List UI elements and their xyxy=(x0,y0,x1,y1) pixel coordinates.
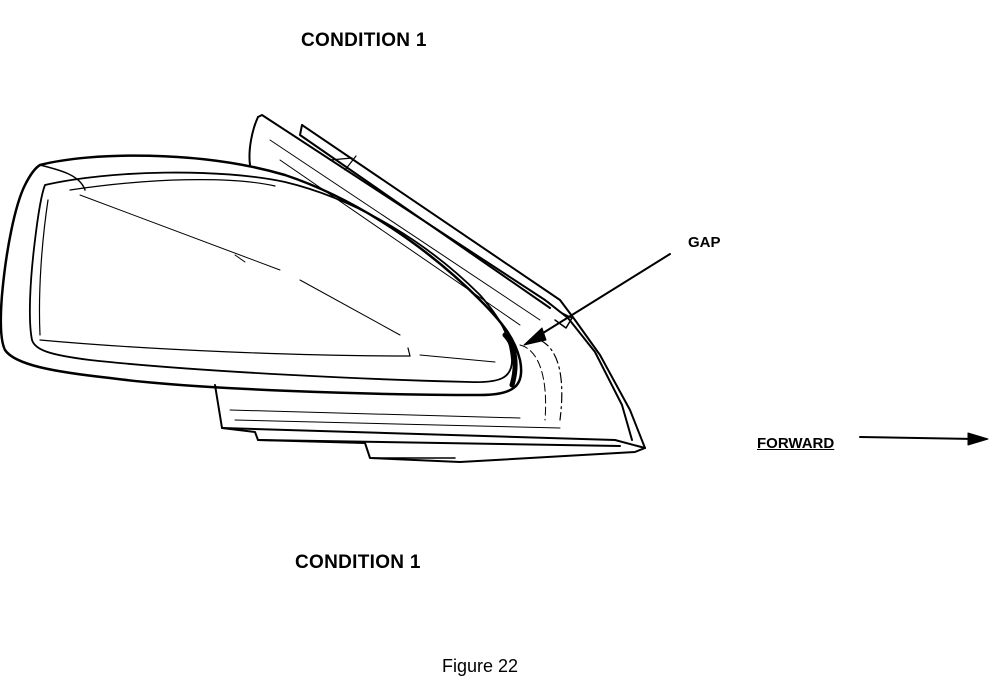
mirror-housing xyxy=(0,154,523,397)
mirror-sail xyxy=(248,114,646,449)
condition-title-bottom: CONDITION 1 xyxy=(295,552,421,573)
forward-arrow xyxy=(859,432,989,446)
forward-label: FORWARD xyxy=(757,435,835,452)
figure-caption: Figure 22 xyxy=(442,656,519,676)
gap-arrow xyxy=(523,253,671,346)
gap-label: GAP xyxy=(688,234,721,251)
condition-title-top: CONDITION 1 xyxy=(301,30,427,51)
mirror-base xyxy=(214,384,646,463)
